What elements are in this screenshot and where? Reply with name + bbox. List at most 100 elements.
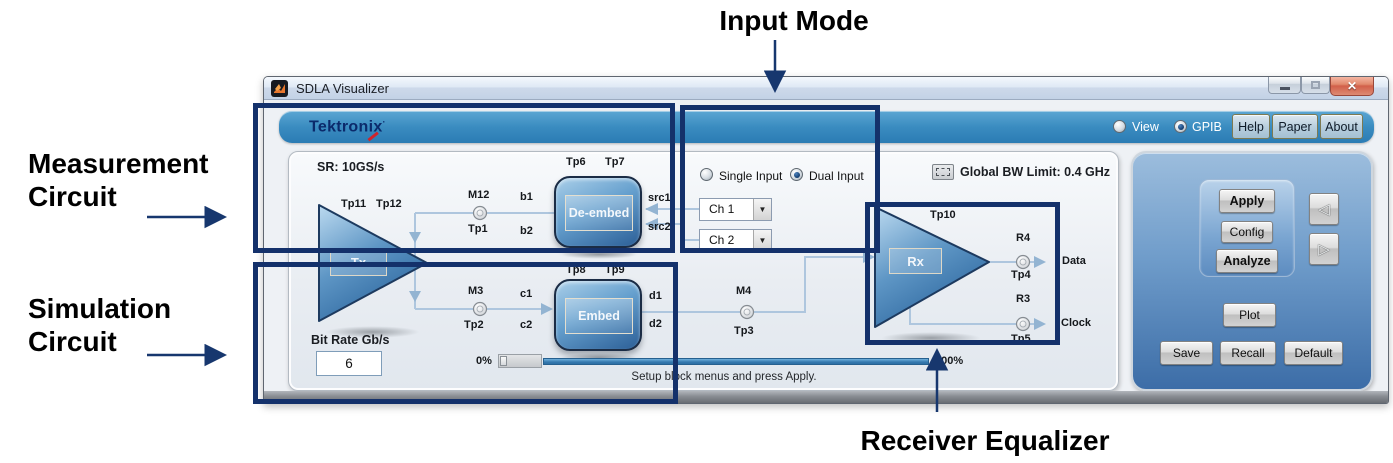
r4-label: R4 [1016, 232, 1031, 244]
close-icon: ✕ [1346, 79, 1358, 93]
m4-label: M4 [736, 285, 752, 297]
minimize-icon [1279, 87, 1290, 90]
tp9-label: Tp9 [605, 264, 625, 276]
node-m12 [472, 205, 488, 221]
diagram-panel: SR: 10GS/s Tp11 Tp12 Tx M12 Tp1 b1 b2 Tp… [288, 151, 1119, 391]
node-m4 [739, 304, 755, 320]
single-input-label: Single Input [719, 169, 783, 183]
dual-input-radio[interactable] [790, 168, 803, 181]
tp11-label: Tp11 [341, 198, 367, 210]
paper-button[interactable]: Paper [1272, 114, 1318, 139]
view-radio-label: View [1132, 120, 1159, 134]
recall-button[interactable]: Recall [1220, 341, 1276, 365]
window-bottom-frame [264, 391, 1388, 403]
maximize-icon [1311, 81, 1320, 89]
embed-block-label: Embed [565, 298, 633, 334]
bit-rate-input[interactable] [316, 351, 382, 376]
global-bw-icon [932, 164, 954, 180]
src2-label: src2 [648, 221, 671, 233]
plot-button[interactable]: Plot [1223, 303, 1276, 327]
deembed-block[interactable]: De-embed [554, 176, 642, 248]
rx-block[interactable]: Rx [889, 248, 942, 274]
app-window: SDLA Visualizer ✕ Tektronix· View GPIB H… [263, 76, 1389, 404]
rx-triangle [874, 206, 990, 328]
annotation-measurement-circuit: Measurement Circuit [28, 147, 209, 213]
next-button[interactable]: ▷ [1309, 233, 1339, 265]
tp12-label: Tp12 [376, 198, 402, 210]
gpib-radio[interactable] [1174, 120, 1187, 133]
node-r3 [1015, 316, 1031, 332]
dropdown-arrow-icon[interactable] [753, 199, 771, 220]
tx-shadow [325, 326, 420, 338]
global-bw-label: Global BW Limit: 0.4 GHz [960, 165, 1111, 179]
apply-button[interactable]: Apply [1219, 189, 1275, 213]
tp10-label: Tp10 [930, 209, 956, 221]
node-r4 [1015, 254, 1031, 270]
next-arrow-icon: ▷ [1318, 241, 1330, 258]
tp6-label: Tp6 [566, 156, 586, 168]
m12-label: M12 [468, 189, 490, 201]
progress-bar [543, 358, 929, 365]
annotation-measurement-line1: Measurement [28, 148, 209, 179]
maximize-button[interactable] [1301, 77, 1330, 94]
circuit-wires [318, 203, 1046, 332]
progress-100-label: 100% [935, 355, 964, 367]
matlab-logo-icon [274, 84, 285, 93]
about-button[interactable]: About [1320, 114, 1363, 139]
clock-label: Clock [1061, 317, 1091, 329]
c2-label: c2 [520, 319, 533, 331]
annotation-input-mode: Input Mode [719, 5, 869, 36]
c1-label: c1 [520, 288, 533, 300]
annotation-simulation-line1: Simulation [28, 293, 172, 324]
gpib-radio-label: GPIB [1192, 120, 1222, 134]
m3-label: M3 [468, 285, 484, 297]
channel1-value: Ch 1 [709, 202, 735, 216]
tx-block[interactable]: Tx [330, 248, 387, 276]
progress-0-label: 0% [476, 355, 492, 367]
help-button[interactable]: Help [1232, 114, 1270, 139]
d1-label: d1 [649, 290, 662, 302]
data-label: Data [1062, 255, 1086, 267]
previous-arrow-icon: ◁ [1318, 201, 1330, 218]
previous-button[interactable]: ◁ [1309, 193, 1339, 225]
single-input-radio[interactable] [700, 168, 713, 181]
src1-label: src1 [648, 192, 671, 204]
close-button[interactable]: ✕ [1330, 77, 1374, 96]
tp3-label: Tp3 [734, 325, 754, 337]
tp4-label: Tp4 [1011, 269, 1031, 281]
default-button[interactable]: Default [1284, 341, 1343, 365]
analyze-button[interactable]: Analyze [1216, 249, 1278, 273]
dropdown-arrow-icon[interactable] [753, 230, 771, 251]
tp2-label: Tp2 [464, 319, 484, 331]
annotation-simulation-circuit: Simulation Circuit [28, 292, 171, 358]
embed-block[interactable]: Embed [554, 279, 642, 351]
progress-slider[interactable] [498, 354, 542, 368]
bit-rate-label: Bit Rate Gb/s [311, 333, 390, 347]
control-panel: Apply Config Analyze ◁ ▷ Plot Save Recal… [1131, 151, 1373, 391]
r3-label: R3 [1016, 293, 1031, 305]
channel1-select[interactable]: Ch 1 [699, 198, 772, 221]
window-title: SDLA Visualizer [296, 81, 389, 96]
config-button[interactable]: Config [1221, 221, 1273, 243]
annotation-receiver-equalizer: Receiver Equalizer [860, 425, 1110, 456]
b2-label: b2 [520, 225, 533, 237]
view-radio[interactable] [1113, 120, 1126, 133]
channel2-value: Ch 2 [709, 233, 735, 247]
d2-label: d2 [649, 318, 662, 330]
dual-input-label: Dual Input [809, 169, 864, 183]
minimize-button[interactable] [1268, 77, 1301, 94]
tp1-label: Tp1 [468, 223, 488, 235]
channel2-select[interactable]: Ch 2 [699, 229, 772, 252]
annotation-simulation-line2: Circuit [28, 326, 117, 357]
tp7-label: Tp7 [605, 156, 625, 168]
save-button[interactable]: Save [1160, 341, 1213, 365]
deembed-block-label: De-embed [565, 195, 633, 231]
deembed-shadow [561, 250, 637, 259]
tektronix-logo: Tektronix· [309, 117, 386, 136]
progress-slider-handle[interactable] [500, 356, 507, 366]
app-icon [271, 80, 288, 97]
sample-rate-label: SR: 10GS/s [317, 160, 385, 174]
status-message: Setup block menus and press Apply. [631, 371, 817, 383]
node-m3 [472, 301, 488, 317]
annotation-measurement-line2: Circuit [28, 181, 117, 212]
